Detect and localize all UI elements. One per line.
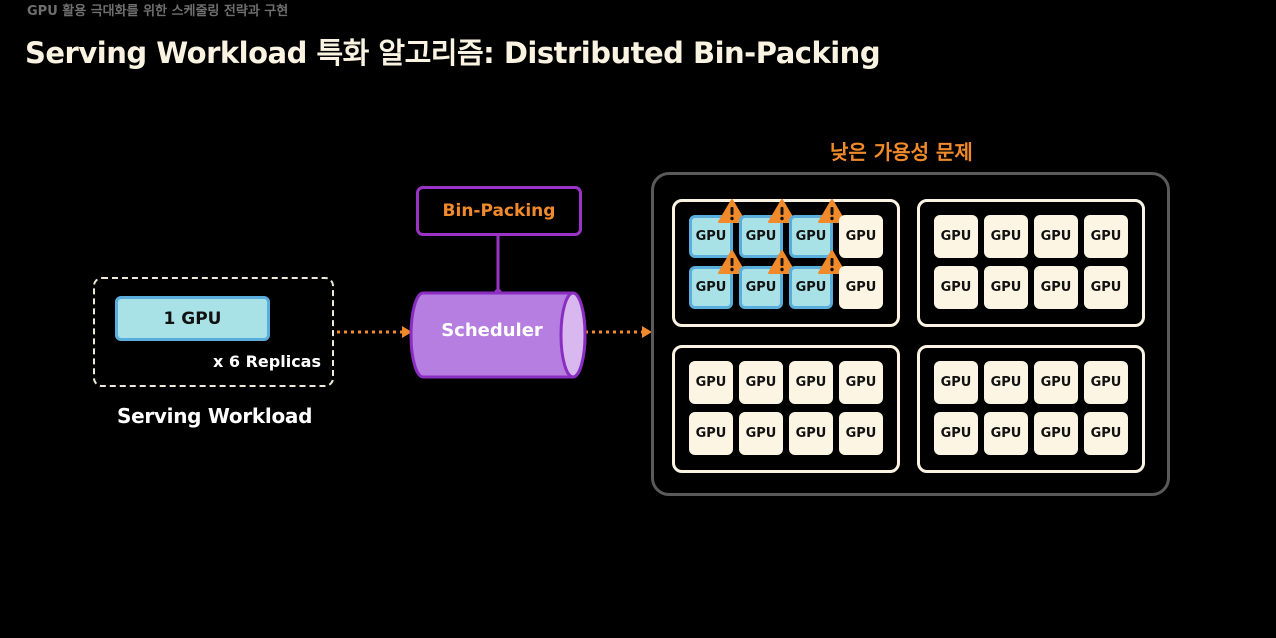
scheduler-label: Scheduler (441, 320, 543, 341)
gpu-cell-free: GPU (1034, 412, 1078, 455)
top-caption: GPU 활용 극대화를 위한 스케줄링 전략과 구현 (27, 4, 289, 19)
gpu-cell-free: GPU (934, 266, 978, 309)
page-title: Serving Workload 특화 알고리즘: Distributed Bi… (25, 36, 881, 70)
warning-icon (818, 250, 846, 274)
arrow-head-2 (642, 326, 652, 338)
gpu-cell-free: GPU (839, 266, 883, 309)
workload-label: Serving Workload (117, 404, 313, 428)
gpu-cell-free: GPU (839, 412, 883, 455)
gpu-request-box: 1 GPU (115, 296, 270, 341)
warning-icon (768, 199, 796, 223)
scheduler-cylinder (409, 291, 587, 379)
warning-icon (768, 250, 796, 274)
warning-icon (718, 199, 746, 223)
gpu-cell-free: GPU (789, 361, 833, 404)
gpu-cell-free: GPU (839, 361, 883, 404)
gpu-cell-used: GPU (689, 266, 733, 309)
gpu-node-1 (672, 199, 900, 327)
gpu-cell-free: GPU (1084, 412, 1128, 455)
gpu-cell-free: GPU (739, 412, 783, 455)
gpu-node-4 (917, 345, 1145, 473)
warning-icon (718, 250, 746, 274)
gpu-cell-free: GPU (984, 215, 1028, 258)
gpu-cell-free: GPU (1084, 215, 1128, 258)
replicas-label: x 6 Replicas (213, 352, 321, 371)
gpu-cell-free: GPU (1084, 361, 1128, 404)
gpu-node-3 (672, 345, 900, 473)
gpu-cell-free: GPU (1034, 266, 1078, 309)
gpu-cell-free: GPU (739, 361, 783, 404)
gpu-cluster (651, 172, 1170, 496)
workload-box (93, 277, 334, 387)
gpu-cell-free: GPU (934, 215, 978, 258)
gpu-cell-free: GPU (934, 412, 978, 455)
gpu-cell-used: GPU (689, 215, 733, 258)
gpu-cell-free: GPU (1084, 266, 1128, 309)
bin-packing-box: Bin-Packing (416, 186, 582, 236)
gpu-cell-used: GPU (739, 215, 783, 258)
gpu-cell-free: GPU (1034, 215, 1078, 258)
low-availability-warning: 낮은 가용성 문제 (830, 140, 973, 164)
gpu-cell-free: GPU (984, 266, 1028, 309)
warning-icon (818, 199, 846, 223)
gpu-node-2 (917, 199, 1145, 327)
gpu-cell-used: GPU (789, 266, 833, 309)
gpu-cell-free: GPU (689, 361, 733, 404)
gpu-cell-free: GPU (984, 412, 1028, 455)
gpu-cell-free: GPU (789, 412, 833, 455)
gpu-cell-free: GPU (689, 412, 733, 455)
gpu-cell-free: GPU (984, 361, 1028, 404)
arrow-head-1 (402, 326, 412, 338)
gpu-cell-free: GPU (1034, 361, 1078, 404)
gpu-cell-free: GPU (839, 215, 883, 258)
gpu-cell-free: GPU (934, 361, 978, 404)
